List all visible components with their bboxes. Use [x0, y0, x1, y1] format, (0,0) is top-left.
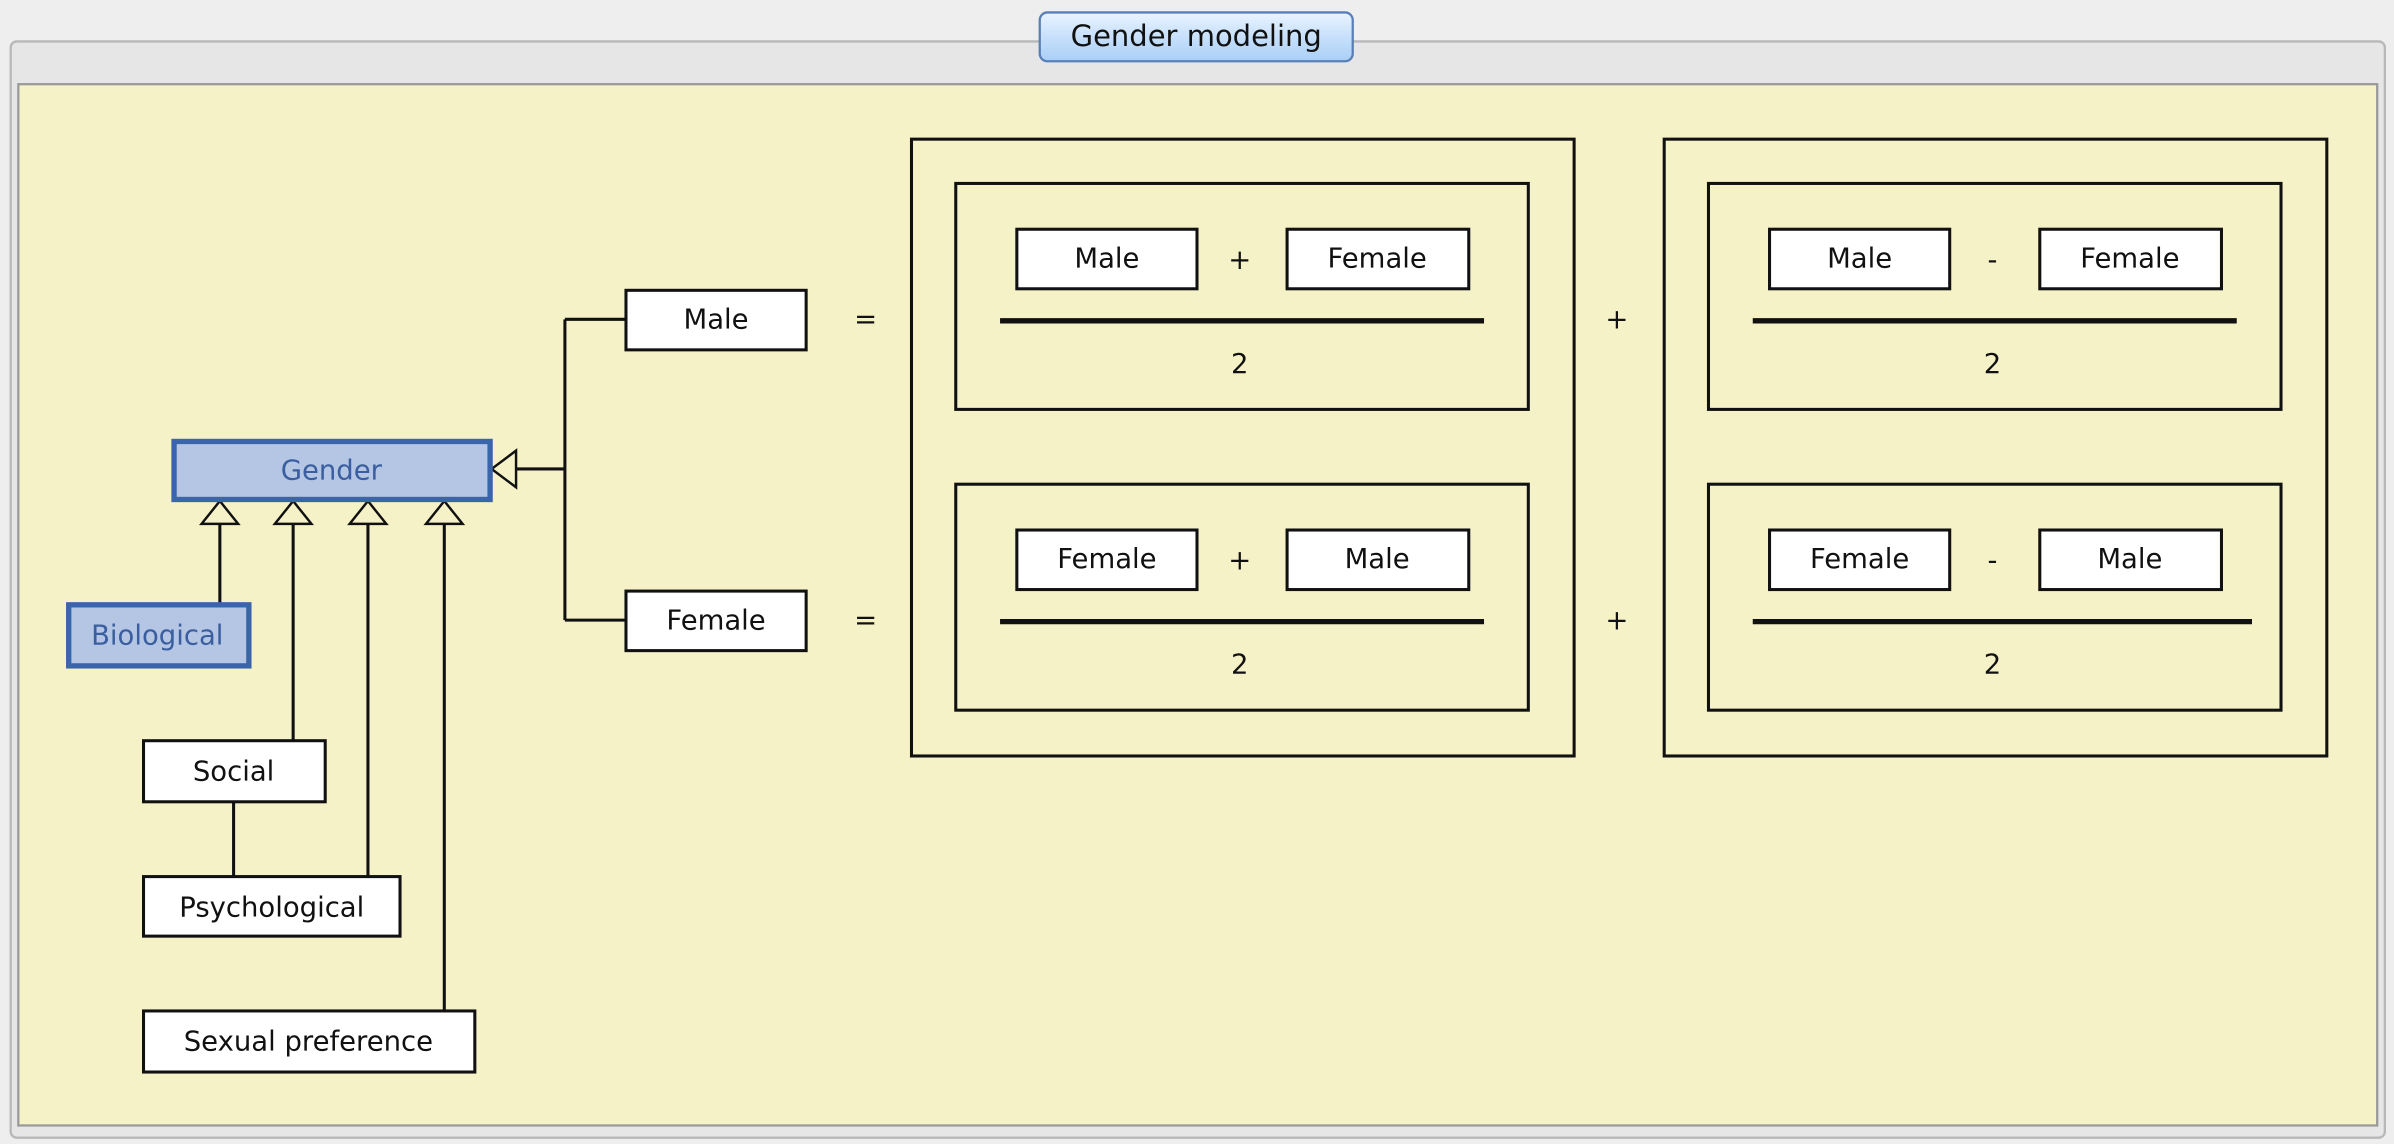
svg-text:Male: Male	[2097, 543, 2162, 575]
fraction-female-minus-male[interactable]: Female - Male 2	[1706, 482, 2283, 712]
svg-text:+: +	[1228, 244, 1251, 276]
plus-sign: +	[1605, 604, 1628, 636]
sum-terms-group[interactable]	[909, 137, 1576, 758]
inheritance-arrow-icon	[347, 499, 389, 526]
fraction-female-plus-male[interactable]: Female + Male 2	[954, 482, 1530, 712]
svg-text:-: -	[1987, 244, 1997, 276]
svg-text:Male: Male	[1345, 543, 1410, 575]
generalization-connectors	[198, 317, 626, 1011]
node-social[interactable]: Social	[141, 739, 327, 804]
node-male[interactable]: Male	[624, 288, 808, 352]
svg-text:Female: Female	[1327, 242, 1426, 274]
svg-text:Male: Male	[1074, 242, 1139, 274]
node-gender[interactable]: Gender	[171, 438, 493, 503]
svg-text:2: 2	[1984, 348, 2001, 380]
svg-text:+: +	[1228, 545, 1251, 577]
tab-gender-modeling[interactable]: Gender modeling	[1038, 11, 1354, 63]
node-sexual-preference[interactable]: Sexual preference	[141, 1009, 477, 1074]
svg-text:Psychological: Psychological	[179, 891, 364, 923]
svg-text:2: 2	[1984, 649, 2001, 681]
fraction-male-plus-female[interactable]: Male + Female 2	[954, 181, 1530, 411]
inheritance-arrow-icon	[198, 499, 241, 526]
difference-terms-group[interactable]	[1662, 137, 2329, 758]
fraction-male-minus-female[interactable]: Male - Female 2	[1706, 181, 2283, 411]
svg-text:Female: Female	[1810, 543, 1909, 575]
inheritance-arrow-icon	[423, 499, 466, 526]
inheritance-arrow-icon	[272, 499, 315, 526]
svg-text:2: 2	[1231, 348, 1248, 380]
equals-sign: =	[854, 303, 877, 335]
svg-text:Gender: Gender	[281, 455, 383, 487]
svg-text:Female: Female	[1057, 543, 1156, 575]
svg-text:Female: Female	[2080, 242, 2179, 274]
svg-text:Female: Female	[666, 604, 765, 636]
inheritance-arrow-icon	[489, 448, 518, 490]
svg-text:2: 2	[1231, 649, 1248, 681]
svg-text:Male: Male	[684, 303, 749, 335]
svg-text:-: -	[1987, 545, 1997, 577]
node-female[interactable]: Female	[624, 589, 808, 653]
svg-text:Social: Social	[193, 755, 274, 787]
svg-text:Biological: Biological	[91, 620, 223, 652]
plus-sign: +	[1605, 303, 1628, 335]
svg-text:Sexual preference: Sexual preference	[184, 1026, 433, 1058]
tab-label: Gender modeling	[1071, 19, 1322, 53]
node-psychological[interactable]: Psychological	[141, 875, 402, 938]
node-biological[interactable]: Biological	[66, 602, 252, 669]
svg-text:Male: Male	[1827, 242, 1892, 274]
equals-sign: =	[854, 604, 877, 636]
